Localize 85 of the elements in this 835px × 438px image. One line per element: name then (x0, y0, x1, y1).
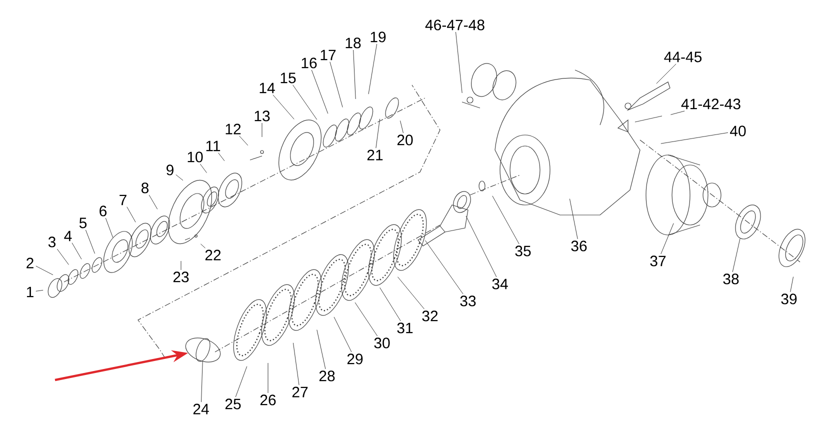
callout-number: 19 (370, 32, 386, 42)
leader-line (368, 44, 378, 94)
leader-line (660, 132, 728, 144)
callout-number: 23 (173, 272, 189, 282)
leader-line (235, 366, 248, 398)
callout-number: 44-45 (664, 52, 702, 62)
bearing-drawing (185, 338, 221, 362)
callout-number: 26 (260, 394, 276, 406)
callout-number: 9 (166, 164, 174, 176)
callout-number: 34 (492, 278, 508, 290)
leader-line (72, 242, 82, 260)
leader-line (201, 361, 203, 402)
callout-number: 22 (205, 250, 221, 260)
callout-number: 16 (302, 58, 317, 68)
callout-number: 10 (188, 152, 203, 162)
callout-number: 29 (347, 354, 363, 364)
callout-number: 12 (226, 124, 241, 134)
callout-number: 30 (374, 338, 390, 348)
callout-number: 25 (225, 398, 241, 410)
callout-number: 28 (319, 370, 335, 382)
leader-line (180, 260, 182, 270)
callout-number: 40 (730, 126, 746, 136)
leader-line (660, 223, 674, 254)
leader-line (200, 244, 206, 248)
callout-number: 15 (280, 72, 296, 84)
leader-line (330, 62, 343, 108)
callout-number: 33 (460, 296, 476, 306)
callout-number: 4 (64, 230, 72, 242)
callout-number: 2 (26, 258, 34, 268)
callout-number: 38 (723, 274, 739, 284)
leader-line (272, 94, 294, 120)
callout-number: 1 (26, 286, 34, 298)
callout-number: 7 (120, 194, 126, 206)
leader-line (397, 276, 424, 310)
leader-line (200, 164, 207, 174)
leader-line (85, 230, 96, 254)
leader-line (36, 290, 44, 292)
callout-number: 21 (367, 150, 383, 160)
leader-line (424, 240, 464, 294)
callout-number: 24 (193, 404, 209, 414)
leader-line (670, 110, 685, 115)
callout-number: 35 (515, 246, 531, 256)
callout-number: 18 (346, 38, 361, 48)
leader-line (466, 216, 497, 278)
callout-number: 3 (48, 236, 56, 248)
callout-number: 11 (206, 140, 220, 152)
callout-number: 37 (650, 256, 666, 266)
callout-number: 8 (142, 182, 149, 194)
callout-number: 27 (292, 386, 308, 398)
leader-line (569, 198, 578, 240)
callout-number: 39 (781, 294, 797, 304)
leader-line (292, 342, 300, 386)
leader-line (790, 276, 794, 292)
leader-line (732, 238, 740, 272)
leader-line (311, 70, 328, 114)
callout-number: 6 (100, 206, 107, 216)
leader-line (36, 266, 54, 276)
leader-line (316, 330, 326, 370)
callout-number: 41-42-43 (681, 98, 740, 110)
callout-number: 36 (571, 240, 587, 252)
leader-line (105, 218, 114, 238)
callout-number: 20 (397, 134, 413, 146)
callout-number: 14 (260, 82, 275, 94)
leader-line (218, 152, 225, 162)
callout-number: 46-47-48 (425, 20, 484, 30)
callout-number: 32 (422, 310, 438, 322)
leader-line (353, 50, 356, 100)
leader-line (400, 120, 404, 134)
leader-line (292, 84, 318, 120)
leader-line (376, 118, 380, 148)
leader-line (354, 302, 378, 336)
leader-line (56, 248, 69, 265)
callout-number: 13 (254, 110, 270, 122)
leader-line (380, 287, 401, 322)
leader-line (148, 194, 158, 210)
callout-number: 31 (397, 322, 413, 334)
leader-line (656, 64, 676, 84)
leader-line (334, 316, 352, 352)
leader-line (492, 196, 520, 244)
callout-number: 5 (79, 218, 87, 228)
callout-number: 17 (320, 50, 336, 60)
leader-line (455, 32, 462, 94)
leader-line (239, 136, 248, 146)
leader-line (126, 206, 136, 222)
leader-line (176, 174, 184, 181)
